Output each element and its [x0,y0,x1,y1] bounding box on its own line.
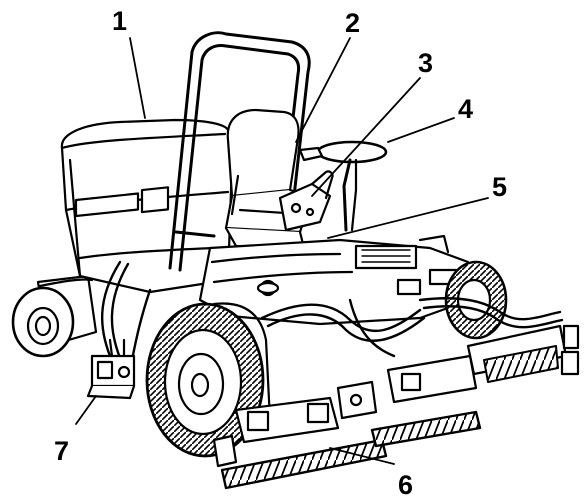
reel-unit-left [86,338,136,400]
leader-3 [311,77,421,197]
rollover-bar [168,31,311,272]
reel-unit-right [386,324,580,404]
engine-hood [60,118,234,294]
callout-labels: 1 2 3 4 5 6 7 [54,6,507,500]
leader-4 [387,117,455,143]
hydraulic-hoses [100,260,564,362]
callout-1: 1 [112,6,127,36]
fuel-cap [256,281,280,295]
callout-6: 6 [398,470,413,500]
rear-left-wheel [11,274,98,358]
reel-unit-center [212,380,378,468]
callout-2: 2 [345,8,360,38]
chassis-frame [198,234,472,326]
callout-3: 3 [418,48,433,78]
callout-5: 5 [492,172,507,202]
control-arm [278,170,334,232]
callout-7: 7 [54,436,69,466]
callout-4: 4 [458,94,473,124]
leader-5 [327,197,489,239]
leader-2 [295,37,351,143]
rear-right-wheel [444,260,508,340]
front-left-wheel [145,302,272,458]
leader-7 [75,395,97,425]
leader-1 [129,37,146,119]
leader-lines [75,37,489,465]
leader-6 [329,447,395,465]
